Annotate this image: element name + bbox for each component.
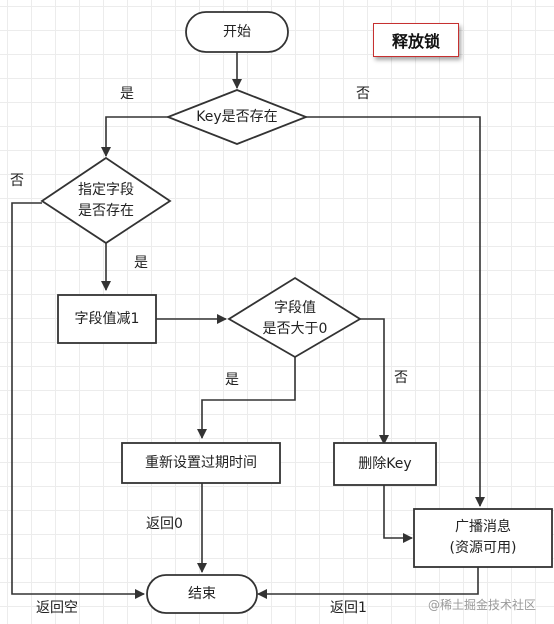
broadcast-node-shape [413, 508, 553, 568]
edge-label-gt-yes: 是 [225, 372, 239, 388]
edge-label-field-no: 否 [10, 173, 24, 189]
key-exists-decision-shape [165, 89, 309, 145]
diagram-title: 释放锁 [373, 23, 459, 57]
edge-key-no [306, 116, 485, 507]
edge-label-key-yes: 是 [120, 86, 134, 102]
field-exists-label-line1: 指定字段 [78, 182, 134, 198]
edge-label-key-no: 否 [356, 86, 370, 102]
edge-label-return-0: 返回0 [146, 516, 183, 532]
edge-key-yes [101, 116, 168, 157]
decrement-node-label: 字段值减1 [74, 311, 140, 327]
edge-label-return-empty: 返回空 [36, 600, 78, 616]
broadcast-label-line2: (资源可用) [449, 540, 517, 556]
field-exists-decision-shape [40, 156, 172, 245]
gt-zero-label-line1: 字段值 [274, 300, 316, 316]
edge-gt-no [360, 318, 389, 445]
edge-gt-yes [197, 355, 296, 439]
delete-key-node-label: 删除Key [358, 456, 412, 472]
field-exists-label-line2: 是否存在 [78, 203, 134, 219]
end-node-shape [146, 574, 258, 614]
edge-label-gt-no: 否 [394, 370, 408, 386]
edge-label-field-yes: 是 [134, 255, 148, 271]
gt-zero-decision-shape [227, 276, 362, 359]
broadcast-label-line1: 广播消息 [455, 519, 511, 535]
edge-field-no [11, 202, 145, 599]
end-node-label: 结束 [188, 586, 216, 602]
decrement-node-shape [57, 294, 157, 344]
key-exists-decision-label: Key是否存在 [196, 109, 278, 125]
edge-delete-to-broadcast [383, 484, 413, 543]
start-node-label: 开始 [223, 24, 251, 40]
edge-label-return-1: 返回1 [330, 600, 367, 616]
edge-broadcast-to-end [257, 566, 479, 599]
delete-key-node-shape [333, 442, 437, 486]
gt-zero-label-line2: 是否大于0 [262, 321, 328, 337]
reset-expiry-node-label: 重新设置过期时间 [145, 455, 257, 471]
watermark: @稀土掘金技术社区 [428, 598, 537, 612]
start-node-shape [185, 11, 289, 53]
reset-expiry-node-shape [121, 442, 281, 484]
